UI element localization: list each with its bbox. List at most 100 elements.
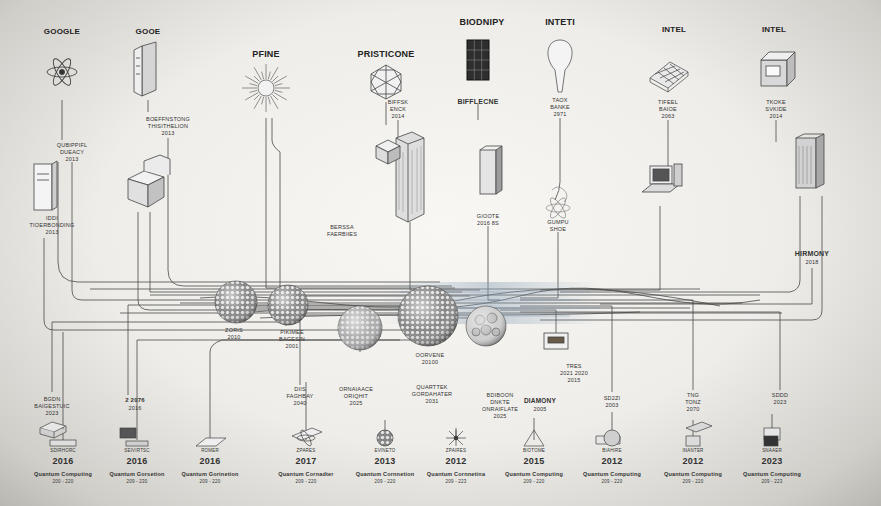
caption-label: Quantum Cornnetion [356, 472, 415, 478]
item-label: BDIBOON [487, 393, 514, 399]
sphere-illustration [268, 285, 308, 325]
wire-bundle [478, 104, 479, 120]
item-label: TIOERBONDING [30, 223, 75, 229]
item-label: GIOOTE [477, 214, 500, 220]
orbit-icon [546, 204, 570, 212]
server-icon [134, 46, 142, 96]
sphere-illustration [268, 285, 308, 325]
sphere-illustration [215, 281, 506, 350]
device-icon [126, 441, 148, 446]
item-label: PIKIMEE [280, 330, 304, 336]
caption-label: Quantum Computing [743, 472, 801, 478]
item-label: TNG [687, 393, 699, 399]
rack-icon [796, 134, 824, 138]
caption-label: Quantum Computing [583, 472, 641, 478]
company-label: INTETI [545, 18, 575, 27]
small-label: BIAHIRE [602, 449, 621, 454]
year-label: 2013 [375, 457, 396, 466]
item-label: 2031 [425, 399, 438, 405]
year-label: 2012 [683, 457, 704, 466]
tower-server-icon [34, 161, 57, 210]
company-label: PRISTICONE [357, 50, 414, 59]
company-label: PFINE [252, 50, 280, 59]
computer-icon [674, 164, 682, 186]
year-label: 2015 [524, 457, 545, 466]
cabinet-icon [480, 146, 502, 150]
item-label: DIIS [294, 387, 306, 393]
item-label: 2016 [128, 406, 141, 412]
wire-bundle [266, 118, 455, 288]
small-label: BIOTOME [523, 449, 545, 454]
small-label: SDIRHORC [50, 449, 76, 454]
rack-icon [796, 138, 816, 188]
device-icon [196, 438, 226, 446]
wire-bundle [272, 118, 470, 296]
wire-bundle [44, 100, 822, 440]
small-label: EVINETO [374, 449, 395, 454]
sphere-illustration [338, 306, 382, 350]
item-label: SHOE [550, 227, 566, 233]
item-label: TAOX [552, 98, 567, 104]
tower-server-icon [34, 164, 52, 210]
item-label: 2015 [567, 378, 580, 384]
sphere-illustration [398, 286, 458, 346]
year-label: 2012 [446, 457, 467, 466]
sunburst-icon [250, 72, 283, 105]
item-label: 2023 [773, 400, 786, 406]
item-label: ORIQHIT [344, 394, 368, 400]
item-label: QUARTTEK [416, 385, 447, 391]
sunburst-icon [242, 64, 290, 112]
boxes-icon [148, 177, 164, 207]
caption-label: Quantum Gorsetion [109, 472, 164, 478]
boxes-icon [144, 155, 170, 175]
item-label: ENCK [390, 107, 406, 113]
chip-icon [655, 64, 684, 84]
item-label: 2021 2020 [560, 371, 588, 377]
range-label: 209 - 220 [524, 480, 545, 485]
item-label: ONRAIFLATE [482, 407, 518, 413]
cabinet-icon [480, 150, 496, 194]
device-icon [299, 429, 313, 448]
small-label: SNAAER [762, 449, 782, 454]
wire-bundle [560, 196, 800, 292]
building-icon [399, 146, 421, 214]
small-box-icon [376, 140, 400, 164]
wire-bundle [72, 162, 430, 300]
item-label: BIFFSK [388, 100, 408, 106]
boxes-icon [128, 179, 148, 207]
atom-icon [50, 57, 74, 88]
bulb-icon [548, 40, 572, 92]
device-icon [40, 426, 66, 438]
item-label: 2003 [605, 403, 618, 409]
device-icon [377, 430, 393, 446]
item-label: GUMPU [547, 220, 568, 226]
wire-bundle [210, 340, 400, 440]
item-label: 2025 [493, 414, 506, 420]
item-label: SVKIDE [765, 107, 786, 113]
orbit-icon [548, 196, 568, 220]
caption-label: Quantum Computing [505, 472, 563, 478]
small-box-icon [388, 146, 400, 164]
item-label: DUEACY [60, 150, 84, 156]
solar-panel-icon [467, 40, 489, 80]
orbit-icon [548, 196, 568, 220]
company-label: BIODNIPY [459, 18, 504, 27]
device-icon [764, 436, 778, 446]
item-label: 2001 [285, 344, 298, 350]
sphere-illustration [338, 306, 382, 350]
device-icon [40, 422, 780, 447]
machine-icon [761, 52, 795, 86]
range-label: 209 - 220 [296, 480, 317, 485]
device-icon [686, 422, 712, 432]
item-label: 2063 [661, 114, 674, 120]
item-label: BAIOE [659, 107, 677, 113]
item-label: BERSSA [330, 225, 354, 231]
sphere-illustration [398, 286, 458, 346]
wire-bundle [540, 206, 660, 290]
item-label: 2013 [45, 230, 58, 236]
item-label: 2014 [391, 114, 404, 120]
solar-panel-icon [467, 40, 489, 80]
atom-icon [50, 57, 74, 88]
